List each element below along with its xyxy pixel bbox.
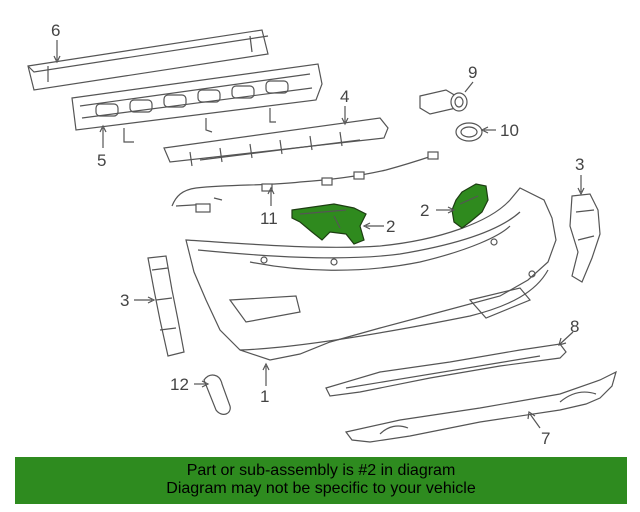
- parts-diagram: 6 5 4 11 9 10 3 3 2 2 8 7 1 12: [27, 21, 617, 448]
- callout-4: 4: [340, 87, 349, 106]
- part-11-harness[interactable]: [171, 151, 439, 213]
- callout-2-right: 2: [420, 201, 429, 220]
- part-5-absorber[interactable]: [71, 63, 323, 143]
- part-9-sensor[interactable]: [419, 89, 468, 115]
- callout-3-left: 3: [120, 291, 129, 310]
- leader-lines: [53, 40, 585, 429]
- banner-line-2: Diagram may not be specific to your vehi…: [166, 480, 476, 497]
- part-1-bumper-cover[interactable]: [185, 187, 557, 361]
- callout-6: 6: [51, 21, 60, 40]
- part-3-bracket-left[interactable]: [147, 255, 185, 357]
- callout-12: 12: [170, 375, 189, 394]
- part-7-valance[interactable]: [344, 370, 617, 443]
- callout-8: 8: [570, 317, 579, 336]
- notice-banner: Part or sub-assembly is #2 in diagram Di…: [15, 457, 627, 504]
- part-12-reflector[interactable]: [203, 374, 231, 415]
- callout-3-right: 3: [575, 155, 584, 174]
- callout-9: 9: [468, 63, 477, 82]
- part-8-trim-strip[interactable]: [325, 343, 567, 397]
- callout-7: 7: [541, 429, 550, 448]
- part-3-bracket-right[interactable]: [569, 193, 601, 283]
- callout-11: 11: [260, 209, 278, 228]
- part-2-bracket-left-highlighted[interactable]: [291, 203, 367, 245]
- banner-line-1: Part or sub-assembly is #2 in diagram: [186, 462, 456, 479]
- part-10-bezel[interactable]: [455, 122, 483, 142]
- part-4-retainer[interactable]: [163, 117, 389, 167]
- callout-5: 5: [97, 151, 106, 170]
- part-6-reinforcement[interactable]: [27, 29, 269, 91]
- callout-1: 1: [260, 387, 269, 406]
- callout-2-left: 2: [386, 217, 395, 236]
- callout-10: 10: [500, 121, 519, 140]
- part-2-bracket-right-highlighted[interactable]: [451, 183, 489, 229]
